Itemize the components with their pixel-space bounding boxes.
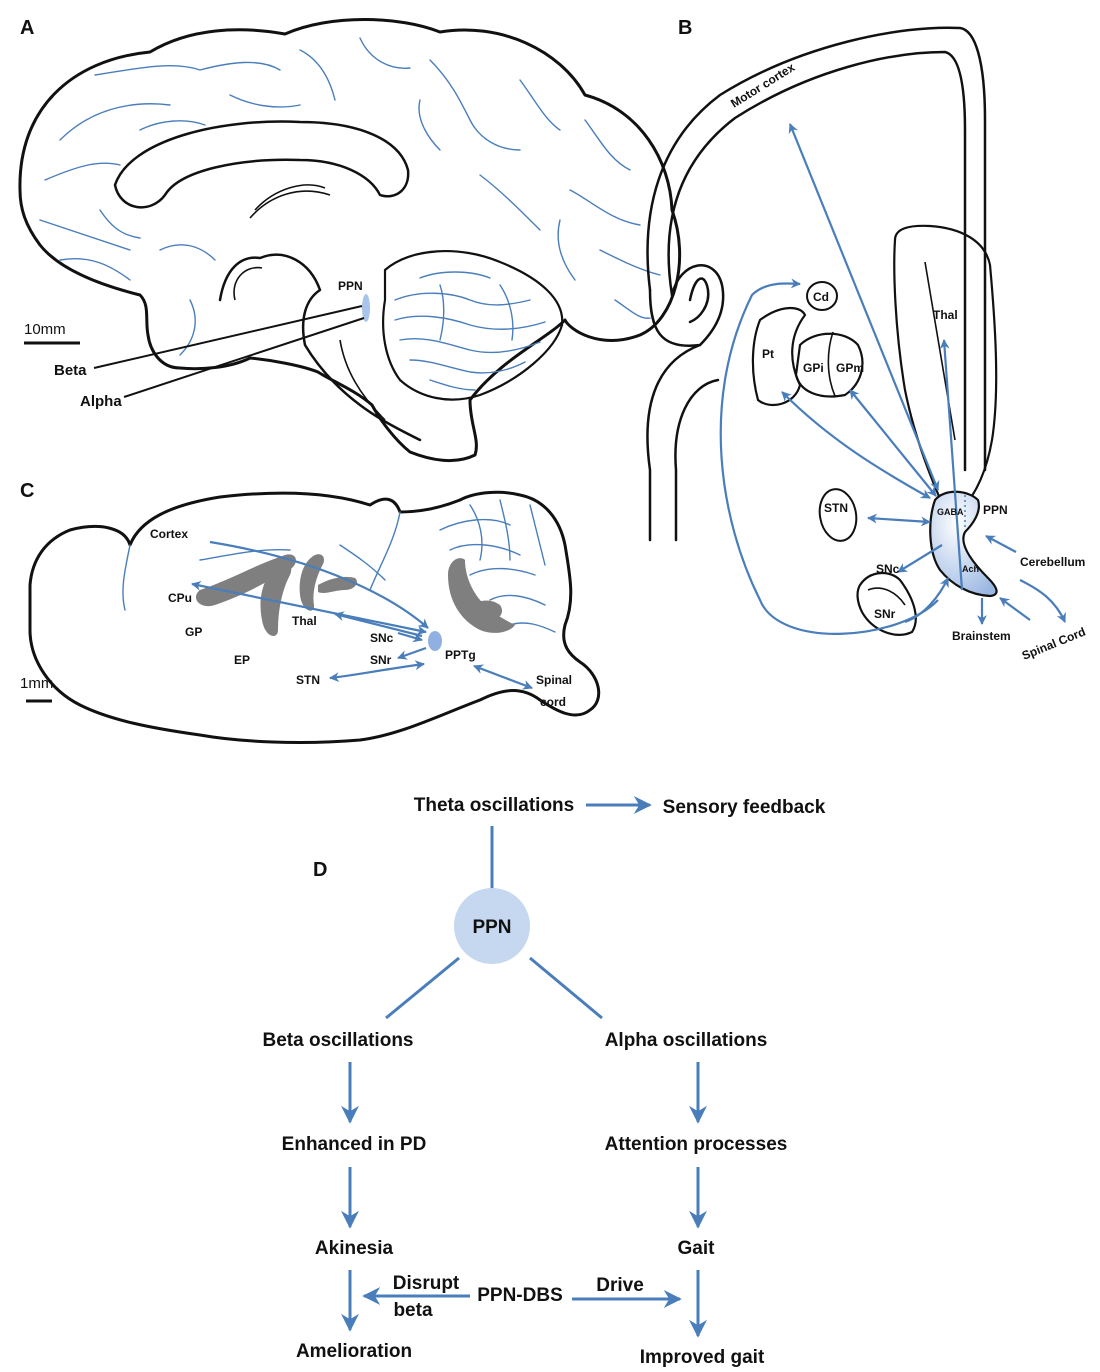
- cortical-sulci: [39, 37, 661, 356]
- panel-c-letter: C: [20, 480, 34, 502]
- cortex-outer-band: [646, 26, 987, 472]
- c-cord-label: cord: [540, 695, 566, 709]
- c-stn-label: STN: [296, 673, 320, 687]
- d-beta-label: Beta oscillations: [263, 1030, 414, 1051]
- b-cd-label: Cd: [813, 290, 829, 304]
- a-ppn-label: PPN: [338, 279, 363, 293]
- cortex-lower-band: [646, 343, 702, 542]
- a-scale-label: 10mm: [24, 321, 66, 338]
- brain-outline: [18, 18, 682, 462]
- rodent-brain-outline: [28, 490, 601, 744]
- d-attention-label: Attention processes: [605, 1134, 788, 1155]
- c-cortex-label: Cortex: [150, 527, 188, 541]
- b-stn-label: STN: [824, 501, 848, 515]
- pptg-marker: [428, 631, 442, 651]
- b-thal-label: Thal: [933, 308, 958, 322]
- c-connections: [191, 540, 533, 690]
- cortex-fold: [648, 264, 725, 347]
- cortex-lower-band-2: [674, 378, 720, 542]
- b-ach-label: Ach: [962, 564, 979, 574]
- cerebellum-outline: [382, 249, 564, 401]
- c-ep-label: EP: [234, 653, 250, 667]
- d-alpha-label: Alpha oscillations: [605, 1030, 768, 1051]
- thalamus-outline: [893, 224, 998, 522]
- pons-curve: [339, 339, 386, 421]
- b-gpm-label: GPm: [836, 361, 864, 375]
- panel-c: C: [20, 480, 601, 744]
- b-pt-label: Pt: [762, 347, 774, 361]
- d-theta-label: Theta oscillations: [414, 795, 574, 816]
- panel-b-letter: B: [678, 17, 692, 39]
- cerebellar-folia: [394, 271, 546, 391]
- ppn-marker: [362, 294, 370, 322]
- alpha-trajectory-line: [123, 317, 365, 398]
- thalamus-inner-line: [924, 261, 956, 441]
- d-ppn-circle: [454, 888, 530, 964]
- d-drive-label: Drive: [596, 1275, 644, 1296]
- d-akinesia-label: Akinesia: [315, 1238, 394, 1259]
- snr-outline: [856, 572, 917, 636]
- b-snc-label: SNc: [876, 562, 900, 576]
- c-gp-label: GP: [185, 625, 202, 639]
- a-alpha-label: Alpha: [80, 393, 122, 410]
- d-gait-label: Gait: [678, 1238, 716, 1259]
- d-sensory-label: Sensory feedback: [663, 797, 826, 818]
- b-cerebellum-label: Cerebellum: [1020, 555, 1085, 569]
- c-cerebellar-folia: [199, 499, 556, 633]
- d-amelioration-label: Amelioration: [296, 1341, 412, 1362]
- b-gpi-label: GPi: [803, 361, 824, 375]
- d-beta-word-label: beta: [393, 1300, 433, 1321]
- c-spinal-label: Spinal: [536, 673, 572, 687]
- cortex-inner-band: [667, 50, 967, 472]
- c-scale-label: 1mm: [20, 675, 53, 692]
- d-ppn-label: PPN: [472, 917, 511, 938]
- d-improved-label: Improved gait: [640, 1347, 765, 1368]
- c-snc-label: SNc: [370, 631, 394, 645]
- panel-a: A: [18, 17, 682, 462]
- b-ppn-label: PPN: [983, 503, 1008, 517]
- snc-line: [867, 587, 906, 606]
- brainstem-outline: [218, 253, 422, 442]
- cortex-fold-inner: [688, 277, 710, 324]
- panel-d-letter: D: [313, 859, 327, 881]
- c-sulcus-2: [369, 511, 401, 591]
- fornix-line-2: [254, 184, 326, 211]
- ppn-shape: [929, 490, 998, 598]
- b-connections: [719, 123, 1067, 635]
- d-ppn-dbs-label: PPN-DBS: [477, 1285, 563, 1306]
- fornix-line: [249, 190, 331, 219]
- corpus-callosum: [113, 120, 410, 209]
- gp-divider: [827, 331, 836, 397]
- c-thal-label: Thal: [292, 614, 317, 628]
- pt-outline: [751, 307, 807, 407]
- c-sulcus-1: [122, 544, 131, 611]
- b-gaba-label: GABA: [937, 507, 964, 517]
- beta-trajectory-line: [93, 305, 363, 369]
- d-disrupt-label: Disrupt: [393, 1273, 460, 1294]
- a-beta-label: Beta: [54, 362, 87, 379]
- d-line-ppn-alpha: [529, 956, 603, 1020]
- c-snr-label: SNr: [370, 653, 392, 667]
- b-snr-label: SNr: [874, 607, 896, 621]
- panel-a-letter: A: [20, 17, 34, 39]
- c-cpu-label: CPu: [168, 591, 192, 605]
- d-enhanced-label: Enhanced in PD: [282, 1134, 427, 1155]
- panel-b: B: [646, 17, 1088, 663]
- b-brainstem-label: Brainstem: [952, 629, 1011, 643]
- stn-outline: [818, 488, 858, 542]
- d-line-ppn-beta: [385, 956, 460, 1020]
- b-spinal-cord-label: Spinal Cord: [1020, 625, 1088, 663]
- thalamus-curve: [233, 266, 263, 301]
- panel-d: D Theta oscillations Sensory feedback PP…: [263, 795, 826, 1368]
- c-pptg-label: PPTg: [445, 648, 476, 662]
